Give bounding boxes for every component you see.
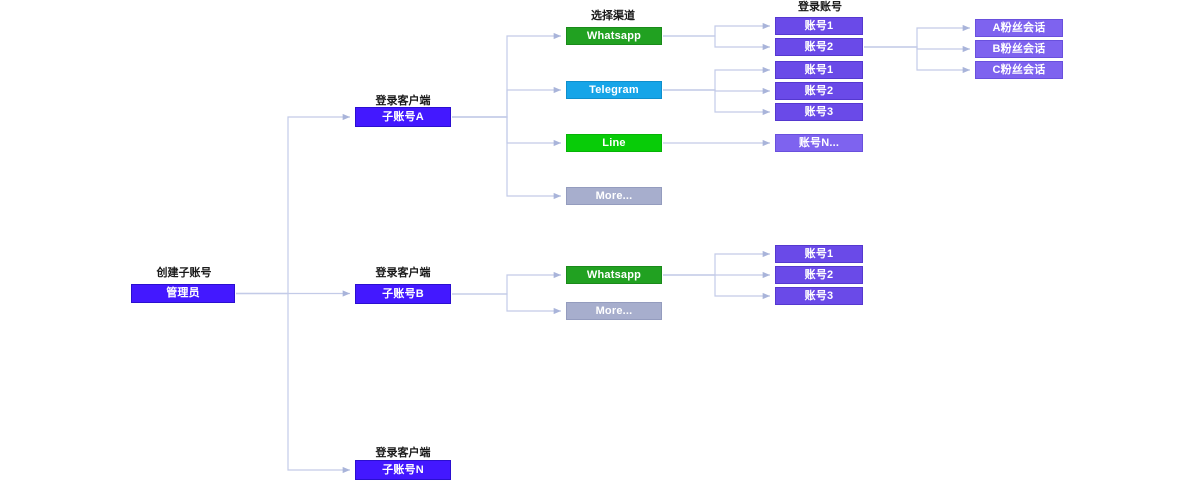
caption-create-subaccount: 创建子账号 bbox=[156, 267, 212, 279]
node-subaccount-a[interactable]: 子账号A bbox=[355, 107, 451, 127]
node-subb-account-1[interactable]: 账号1 bbox=[775, 245, 863, 263]
node-telegram-account-1[interactable]: 账号1 bbox=[775, 61, 863, 79]
caption-select-channel: 选择渠道 bbox=[591, 10, 635, 22]
caption-login-account: 登录账号 bbox=[798, 1, 842, 13]
node-admin[interactable]: 管理员 bbox=[131, 284, 235, 303]
node-fan-session-b[interactable]: B粉丝会话 bbox=[975, 40, 1063, 58]
caption-login-client-b: 登录客户端 bbox=[375, 267, 431, 279]
node-channel-telegram-a[interactable]: Telegram bbox=[566, 81, 662, 99]
node-fan-session-a[interactable]: A粉丝会话 bbox=[975, 19, 1063, 37]
node-whatsapp-account-2[interactable]: 账号2 bbox=[775, 38, 863, 56]
node-subaccount-n[interactable]: 子账号N bbox=[355, 460, 451, 480]
node-channel-more-b[interactable]: More... bbox=[566, 302, 662, 320]
node-subb-account-3[interactable]: 账号3 bbox=[775, 287, 863, 305]
node-subaccount-b[interactable]: 子账号B bbox=[355, 284, 451, 304]
node-fan-session-c[interactable]: C粉丝会话 bbox=[975, 61, 1063, 79]
caption-login-client-a: 登录客户端 bbox=[375, 95, 431, 107]
caption-login-client-n: 登录客户端 bbox=[375, 447, 431, 459]
node-channel-line-a[interactable]: Line bbox=[566, 134, 662, 152]
node-whatsapp-account-1[interactable]: 账号1 bbox=[775, 17, 863, 35]
node-telegram-account-2[interactable]: 账号2 bbox=[775, 82, 863, 100]
node-line-account-n[interactable]: 账号N... bbox=[775, 134, 863, 152]
node-channel-whatsapp-b[interactable]: Whatsapp bbox=[566, 266, 662, 284]
node-channel-more-a[interactable]: More... bbox=[566, 187, 662, 205]
node-subb-account-2[interactable]: 账号2 bbox=[775, 266, 863, 284]
node-telegram-account-3[interactable]: 账号3 bbox=[775, 103, 863, 121]
node-channel-whatsapp-a[interactable]: Whatsapp bbox=[566, 27, 662, 45]
